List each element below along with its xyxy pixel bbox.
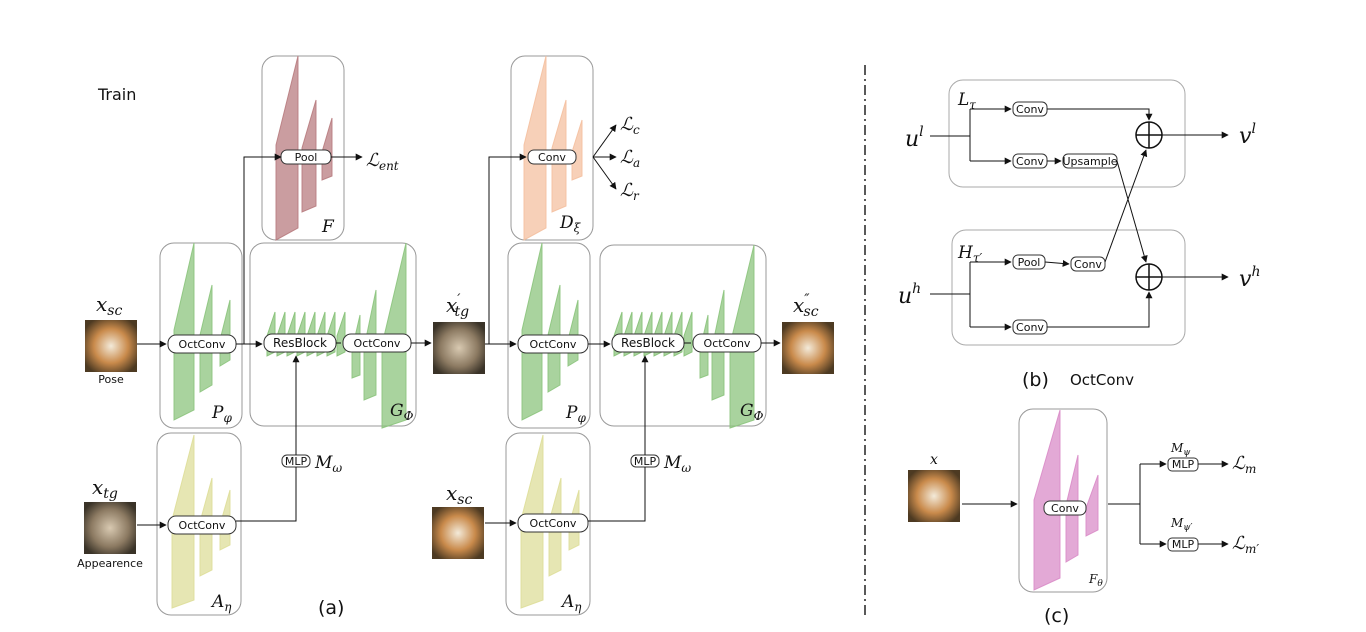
svg-text:Aη: Aη: [560, 592, 582, 614]
pose-input-symbol: xsc: [96, 292, 122, 319]
classifier-layer: [275, 55, 299, 241]
generator-symbol: GΦ: [390, 401, 414, 423]
svg-text:MLP: MLP: [634, 455, 657, 468]
intermediate-image: [433, 322, 485, 374]
svg-text:MLP: MLP: [285, 455, 308, 468]
pose-image: [85, 320, 137, 372]
network-layer: [567, 299, 579, 367]
svg-text:Conv: Conv: [1051, 502, 1079, 515]
high-branch-label: Hτ′: [957, 243, 982, 265]
panel-c-encoder: Conv Fθ: [1018, 408, 1108, 593]
svg-text:Conv: Conv: [1016, 321, 1044, 334]
appearance-image: [84, 502, 136, 554]
svg-text:OctConv: OctConv: [530, 338, 577, 351]
pool-op-label: Pool: [295, 151, 318, 164]
input-high: uh: [898, 281, 921, 309]
appearance-input-symbol: xtg: [92, 475, 118, 502]
low-frequency-box: [948, 79, 1186, 188]
head-2-symbol: Mψ′: [1170, 516, 1192, 533]
discriminator-symbol: Dξ: [559, 213, 582, 235]
panel-c: x Conv Fθ Mψ MLP ℒm Mψ′ MLP ℒm′ (c): [908, 408, 1259, 627]
resblock-slab: [683, 311, 693, 357]
network-layer: [1033, 409, 1061, 591]
svg-text:OctConv: OctConv: [530, 517, 577, 530]
loss-a: ℒa: [620, 147, 640, 170]
resblock-slab: [336, 311, 346, 357]
panel-c-input-image: [908, 470, 960, 522]
train-label: Train: [97, 85, 136, 104]
svg-text:ResBlock: ResBlock: [273, 336, 327, 350]
panel-b-title: OctConv: [1070, 371, 1134, 389]
appearance-encoder-1: OctConv Aη: [156, 432, 242, 616]
mlp-symbol: Mω: [314, 453, 342, 475]
appearance-encoder-symbol: Aη: [210, 592, 232, 614]
svg-text:Pool: Pool: [1018, 256, 1041, 269]
svg-text:Conv: Conv: [1074, 258, 1102, 271]
panel-b-caption: (b): [1022, 369, 1049, 391]
network-layer: [523, 55, 547, 241]
svg-text:Conv: Conv: [1016, 103, 1044, 116]
low-branch-label: Lτ: [957, 90, 976, 112]
svg-text:OctConv: OctConv: [179, 338, 226, 351]
svg-text:Pφ: Pφ: [565, 403, 586, 425]
pose-encoder-1: OctConv Pφ: [159, 242, 243, 429]
network-layer: [219, 299, 231, 367]
output-image: [782, 322, 834, 374]
svg-text:MLP: MLP: [1172, 538, 1195, 551]
panel-c-caption: (c): [1044, 605, 1069, 627]
generator-2: ResBlock OctConv GΦ: [599, 244, 767, 429]
pose-image-2: [432, 507, 484, 559]
svg-text:Mω: Mω: [663, 453, 691, 475]
pose-input-2-symbol: xsc: [446, 481, 472, 508]
svg-text:Upsample: Upsample: [1062, 155, 1117, 168]
panel-a-caption: (a): [318, 597, 344, 619]
loss-r: ℒr: [620, 180, 640, 203]
svg-text:GΦ: GΦ: [740, 401, 764, 423]
pose-encoder-2: OctConv Pφ: [507, 242, 591, 429]
svg-text:Conv: Conv: [1016, 155, 1044, 168]
appearance-caption: Appearence: [77, 557, 143, 570]
output-symbol: x″sc: [793, 292, 819, 320]
svg-text:Conv: Conv: [538, 151, 566, 164]
panel-a: Train Pool F ℒent OctConv Pφ: [77, 55, 834, 619]
entropy-loss: ℒent: [366, 150, 399, 173]
high-frequency-box: [951, 229, 1186, 346]
sum-node-low: [1135, 121, 1163, 149]
loss-m-prime: ℒm′: [1232, 533, 1259, 556]
generator-1: ResBlock OctConv GΦ: [249, 242, 417, 429]
classifier-symbol: F: [321, 217, 335, 237]
classifier-layer: [321, 117, 333, 181]
panel-c-input-symbol: x: [930, 452, 938, 468]
input-low: ul: [905, 124, 924, 152]
panel-c-encoder-symbol: Fθ: [1088, 572, 1103, 589]
panel-b: Lτ Hτ′ ul uh vl vh Conv Conv Upsample Po…: [898, 79, 1260, 391]
sum-node-high: [1135, 263, 1163, 291]
svg-text:OctConv: OctConv: [179, 519, 226, 532]
pose-caption: Pose: [98, 373, 124, 386]
output-low: vl: [1239, 121, 1256, 149]
loss-m: ℒm: [1232, 453, 1256, 476]
loss-c: ℒc: [620, 114, 640, 137]
network-layer: [173, 242, 195, 421]
output-high: vh: [1239, 264, 1260, 292]
network-layer: [521, 242, 543, 421]
svg-text:MLP: MLP: [1172, 458, 1195, 471]
svg-text:OctConv: OctConv: [704, 337, 751, 350]
network-layer: [571, 119, 583, 181]
svg-text:ResBlock: ResBlock: [621, 336, 675, 350]
pose-encoder-symbol: Pφ: [211, 403, 232, 425]
discriminator-block: Conv Dξ: [510, 55, 594, 241]
classifier-block: Pool F: [261, 55, 345, 241]
appearance-encoder-2: OctConv Aη: [505, 432, 591, 616]
intermediate-symbol: x′tg: [446, 292, 469, 320]
network-layer: [1085, 474, 1099, 537]
head-1-symbol: Mψ: [1170, 441, 1191, 458]
svg-text:OctConv: OctConv: [354, 337, 401, 350]
